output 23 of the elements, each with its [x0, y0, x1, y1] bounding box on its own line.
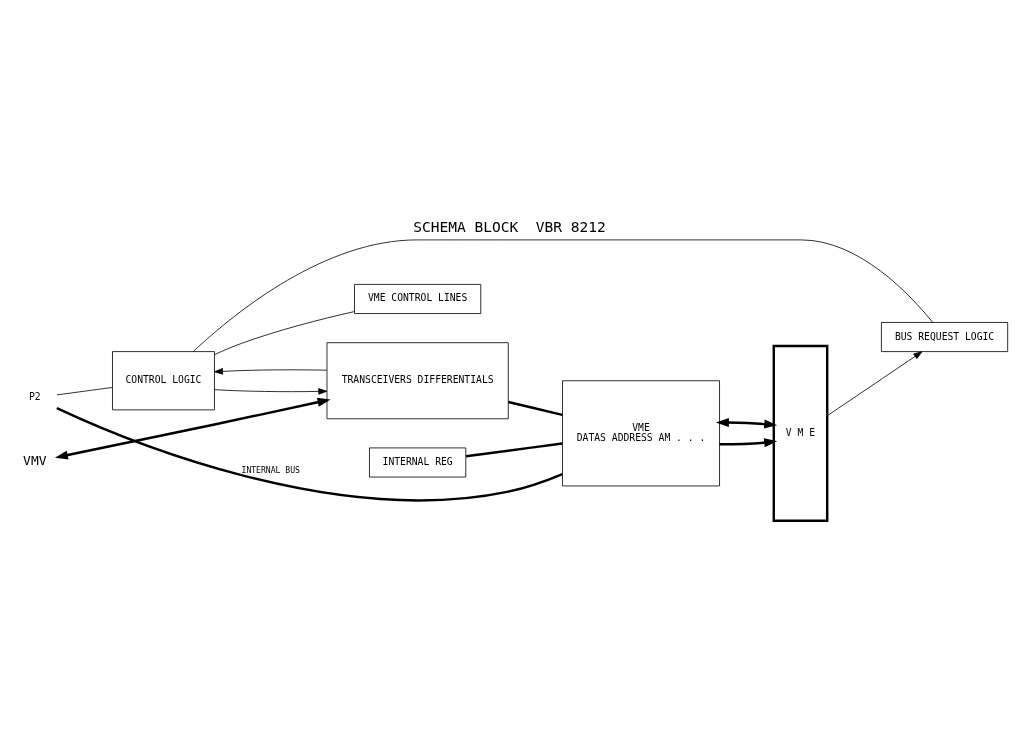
arrow — [214, 368, 328, 375]
connector — [192, 239, 933, 352]
node-box: BUS REQUEST LOGIC — [881, 322, 1009, 352]
connector — [465, 442, 563, 458]
connector — [214, 311, 355, 356]
connector — [56, 407, 563, 502]
arrow — [214, 388, 328, 395]
node-text: VMV — [23, 452, 47, 468]
connector — [508, 400, 563, 417]
arrow — [715, 417, 778, 429]
edge-label: INTERNAL BUS — [241, 465, 300, 476]
arrow — [827, 351, 923, 417]
node-text: P2 — [28, 391, 41, 403]
node-box: VME CONTROL LINES — [354, 284, 482, 314]
node-box: CONTROL LOGIC — [112, 351, 215, 411]
node-box: V M E — [772, 344, 829, 522]
connector — [56, 387, 113, 396]
arrow — [54, 397, 331, 460]
arrow — [719, 438, 778, 448]
node-box: INTERNAL REG — [369, 447, 467, 478]
node-box: TRANSCEIVERS DIFFERENTIALS — [326, 342, 509, 420]
diagram-title: SCHEMA BLOCK VBR 8212 — [413, 218, 606, 236]
node-box: VME DATAS ADDRESS AM . . . — [562, 380, 720, 487]
